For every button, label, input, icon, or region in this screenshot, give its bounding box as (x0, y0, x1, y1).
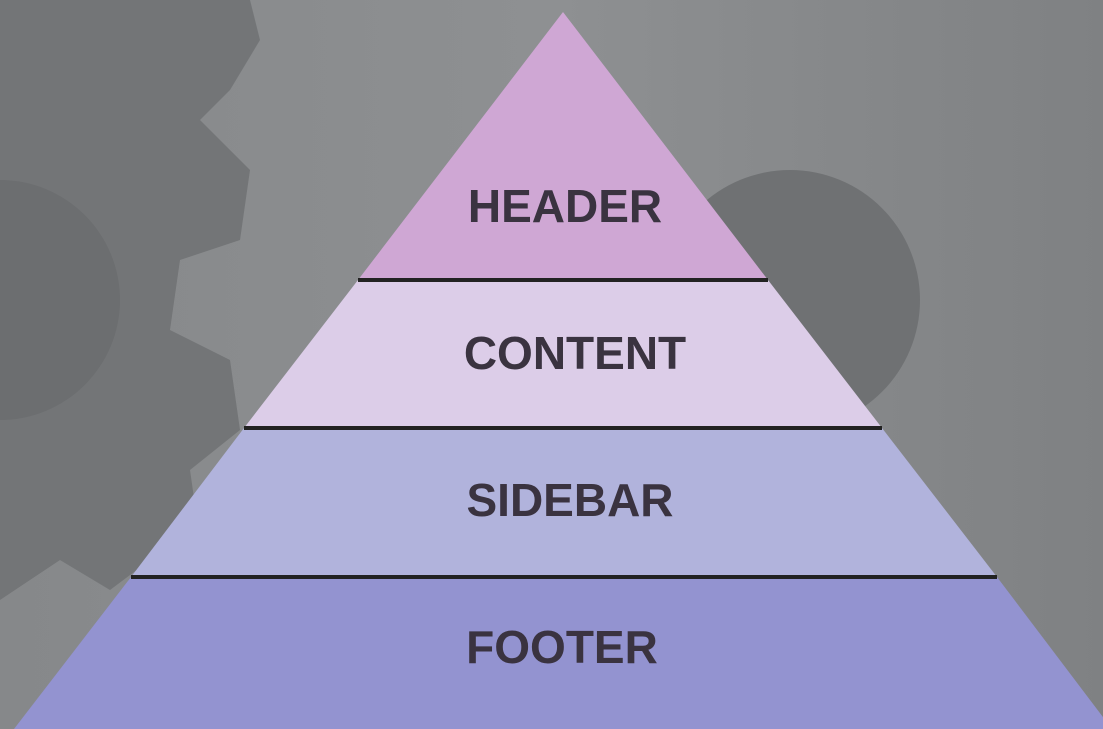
layer-content (244, 280, 882, 428)
gear-icon (0, 0, 260, 600)
layer-label-content: CONTENT (464, 327, 686, 379)
pyramid: HEADER CONTENT SIDEBAR FOOTER (14, 12, 1103, 729)
layer-footer (14, 577, 1103, 729)
layer-label-sidebar: SIDEBAR (466, 474, 673, 526)
layer-header (358, 12, 768, 280)
layer-label-footer: FOOTER (466, 621, 658, 673)
layer-sidebar (131, 428, 997, 577)
layer-label-header: HEADER (468, 180, 662, 232)
